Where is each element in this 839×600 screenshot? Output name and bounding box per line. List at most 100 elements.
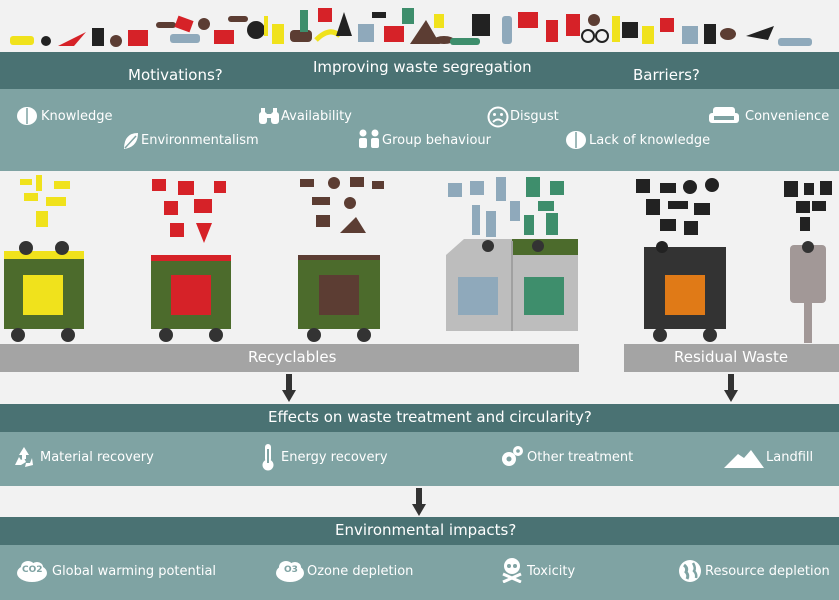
plastic-waste-icons <box>20 175 70 227</box>
glass-bottle-icon <box>170 34 200 43</box>
convenience-label: Convenience <box>745 109 830 124</box>
yellow-cup-icon <box>434 14 444 28</box>
impacts-title: Environmental impacts? <box>335 521 517 539</box>
cap-icon <box>41 36 51 46</box>
material-recovery-label: Material recovery <box>40 450 154 465</box>
header-band <box>0 52 839 89</box>
disgust-label: Disgust <box>510 109 559 124</box>
landfill-label: Landfill <box>766 450 814 465</box>
jar-icon <box>358 24 374 42</box>
street-bin-waste-icons <box>784 181 832 231</box>
cookie-icon <box>198 18 210 30</box>
organic-bin <box>298 255 380 342</box>
residual-shelf <box>624 344 839 372</box>
street-bin <box>790 241 826 343</box>
brain-icon-barrier <box>565 130 587 150</box>
residual-waste-icons <box>636 178 719 235</box>
co2-cloud-icon <box>16 559 48 583</box>
environmentalism-label: Environmentalism <box>141 133 259 148</box>
arrow-down-icon <box>412 488 426 516</box>
cookie2-icon <box>588 14 600 26</box>
bone2-icon <box>228 16 248 22</box>
fish-icon <box>434 36 454 44</box>
co2-symbol: CO2 <box>22 565 43 575</box>
other-treatment-label: Other treatment <box>527 450 634 465</box>
bone-icon <box>156 22 176 28</box>
green-pot-icon <box>402 8 414 24</box>
thermometer-icon <box>261 443 275 471</box>
o3-cloud-icon <box>275 559 305 583</box>
mug-icon <box>682 26 698 44</box>
note-icon <box>174 15 194 33</box>
binoculars-icon <box>258 107 280 125</box>
availability-label: Availability <box>281 109 352 124</box>
leaf-icon <box>122 131 140 151</box>
arrow-down-icon <box>724 374 738 402</box>
pipe-icon <box>372 12 386 18</box>
black-cup-icon <box>704 24 716 44</box>
brain-icon <box>16 106 38 126</box>
gears-icon <box>500 445 524 469</box>
apple-core-icon <box>110 35 122 47</box>
o3-symbol: O3 <box>284 565 298 575</box>
energy-recovery-label: Energy recovery <box>281 450 388 465</box>
group-behaviour-label: Group behaviour <box>382 133 492 148</box>
paper-waste-icons <box>152 179 226 243</box>
airplane-icon <box>746 26 774 40</box>
skull-crossbones-icon <box>500 557 524 583</box>
treatment-header-band <box>0 404 839 432</box>
page-title: Improving waste segregation <box>313 58 532 76</box>
globe-icon <box>678 559 702 583</box>
knowledge-label: Knowledge <box>41 109 113 124</box>
landfill-mountain-icon <box>724 448 764 468</box>
bins-illustration <box>0 171 839 346</box>
ozone-depletion-label: Ozone depletion <box>307 564 414 579</box>
lack-of-knowledge-label: Lack of knowledge <box>589 133 711 148</box>
bins-svg <box>4 175 832 343</box>
recyclables-label: Recyclables <box>248 348 337 366</box>
recycle-icon <box>12 445 36 469</box>
fork-icon <box>264 16 268 36</box>
waste-items-icons <box>10 8 812 47</box>
treatment-title: Effects on waste treatment and circulari… <box>268 408 592 426</box>
spray-icon <box>566 14 580 36</box>
red-box-icon <box>214 30 234 44</box>
cup-icon <box>92 28 104 46</box>
red-pack-icon <box>660 18 674 32</box>
factors-band <box>0 89 839 171</box>
global-warming-label: Global warming potential <box>52 564 217 579</box>
bottle-end-icon <box>778 38 812 46</box>
glass-waste-icons <box>448 177 564 237</box>
impacts-header-band <box>0 517 839 545</box>
residual-bin <box>644 241 726 342</box>
shoe-icon <box>290 30 312 42</box>
group-icon <box>357 129 381 149</box>
recyclables-shelf <box>0 344 579 372</box>
paper-plane-icon <box>58 32 86 46</box>
plastic-bottle-icon <box>10 36 34 45</box>
disgust-face-icon <box>487 106 509 128</box>
long-bottle-icon <box>450 38 480 45</box>
book-icon <box>384 26 404 42</box>
waste-items-strip <box>0 0 839 52</box>
toxicity-label: Toxicity <box>527 564 576 579</box>
box-icon <box>128 30 148 46</box>
sofa-icon <box>708 106 740 126</box>
pizza-icon <box>410 20 440 44</box>
glasses-icon <box>581 29 609 43</box>
plastic-bin <box>4 241 84 342</box>
treatment-band <box>0 432 839 486</box>
rocket-icon <box>336 12 352 36</box>
bag-icon <box>318 8 332 22</box>
red-jar-icon <box>546 20 558 42</box>
paper-bin <box>151 255 231 342</box>
motivations-heading: Motivations? <box>128 66 223 84</box>
resource-depletion-label: Resource depletion <box>705 564 830 579</box>
milk-icon <box>642 26 654 44</box>
arrow-down-icon <box>282 374 296 402</box>
newspaper-icon <box>518 12 538 28</box>
pliers-icon <box>622 22 638 38</box>
yellow-bottle-icon <box>612 16 620 42</box>
glass-container <box>446 239 578 331</box>
residual-waste-label: Residual Waste <box>674 348 789 366</box>
